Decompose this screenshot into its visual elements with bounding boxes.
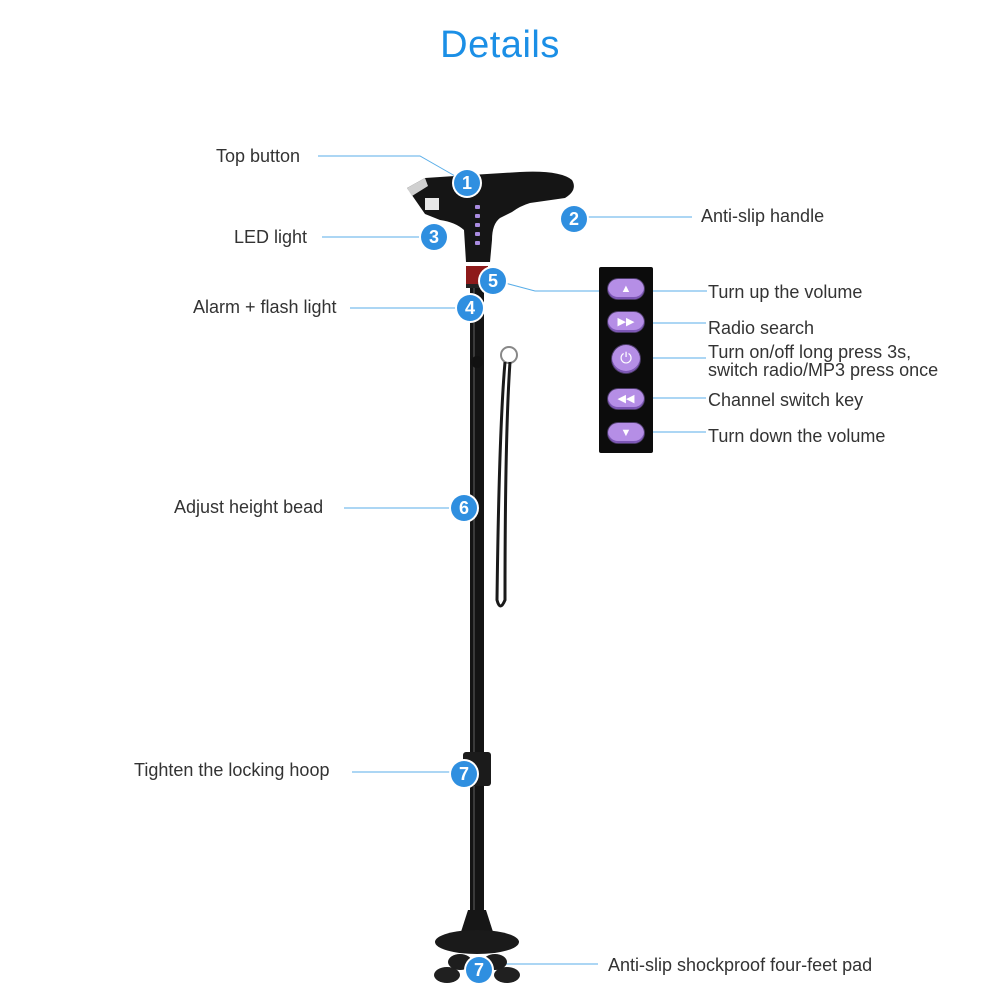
label-power-line-1: Turn on/off long press 3s, — [708, 342, 912, 362]
lower-shaft — [470, 786, 484, 916]
label-four-feet-pad: Anti-slip shockproof four-feet pad — [608, 955, 873, 975]
fast-forward-icon: ▶▶ — [608, 312, 644, 332]
label-top-button: Top button — [216, 146, 301, 166]
wrist-strap — [495, 346, 518, 608]
cane-handle — [407, 171, 574, 262]
leader-line-1 — [318, 155, 456, 177]
label-channel-switch-key: Channel switch key — [708, 390, 864, 410]
callout-badge-7-pad: 7 — [466, 957, 492, 983]
volume-up-triangle-icon: ▲ — [608, 279, 644, 299]
label-radio-search: Radio search — [708, 318, 815, 338]
four-feet-pad — [434, 910, 520, 983]
callout-badge-1: 1 — [454, 170, 480, 196]
label-anti-slip-handle: Anti-slip handle — [701, 206, 825, 226]
callout-badge-7-hoop: 7 — [451, 761, 477, 787]
callout-badge-2: 2 — [561, 206, 587, 232]
label-power-line-2: switch radio/MP3 press once — [708, 360, 939, 380]
label-alarm-flash-light: Alarm + flash light — [193, 297, 337, 317]
label-turn-up-volume: Turn up the volume — [708, 282, 863, 302]
volume-down-triangle-icon: ▼ — [608, 423, 644, 443]
remote-control-panel: ▲ ▶▶ ⏻ ◀◀ ▼ — [599, 267, 653, 453]
leader-lines — [318, 155, 707, 965]
label-turn-down-volume: Turn down the volume — [708, 426, 886, 446]
callout-badge-6: 6 — [451, 495, 477, 521]
callout-badge-4: 4 — [457, 295, 483, 321]
label-tighten-locking-hoop: Tighten the locking hoop — [134, 760, 330, 780]
page-title: Details — [440, 24, 560, 66]
callout-badge-3: 3 — [421, 224, 447, 250]
label-led-light: LED light — [234, 227, 308, 247]
label-adjust-height-bead: Adjust height bead — [174, 497, 324, 517]
callout-badge-5: 5 — [480, 268, 506, 294]
power-icon: ⏻ — [612, 345, 640, 373]
rewind-icon: ◀◀ — [608, 389, 644, 409]
